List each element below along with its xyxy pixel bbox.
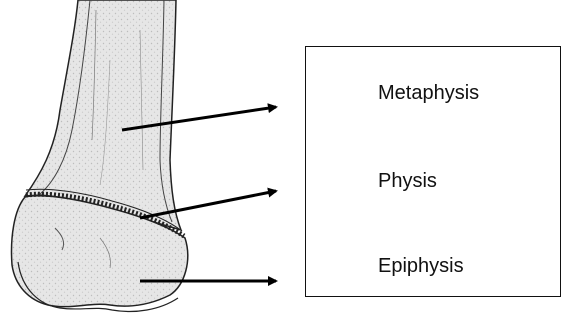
physis-label: Physis bbox=[378, 171, 437, 191]
metaphysis-label: Metaphysis bbox=[378, 83, 479, 103]
epiphysis-label: Epiphysis bbox=[378, 256, 464, 276]
